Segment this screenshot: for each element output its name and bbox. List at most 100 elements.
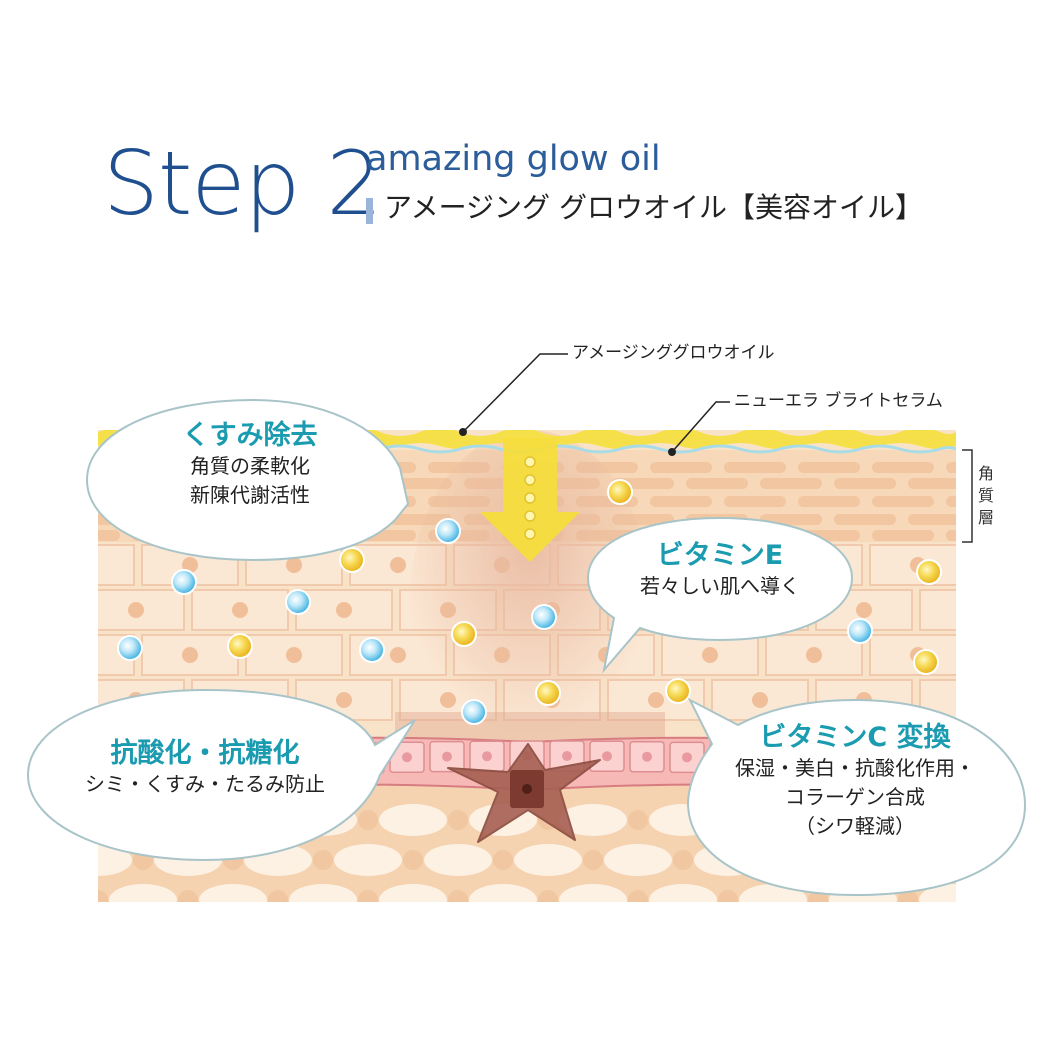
stratum-corneum-label-char: 質 <box>977 486 994 505</box>
step-title: Step 2 <box>103 132 382 235</box>
cell-nucleus <box>336 602 352 618</box>
corneum-cell <box>908 514 956 525</box>
corneum-cell <box>650 462 712 473</box>
dermis-cell <box>559 804 627 836</box>
bubble-shape-vitamin-c <box>686 697 1027 897</box>
corneum-cell <box>872 496 934 507</box>
stratum-corneum-label: 角 質 層 <box>975 463 997 529</box>
dermis-dot <box>178 890 198 902</box>
vitamin-particle-blue <box>359 637 385 663</box>
vitamin-particle-yellow <box>916 559 942 585</box>
dermis-cell <box>379 884 447 902</box>
corneum-cell <box>946 462 956 473</box>
oil-label: アメージンググロウオイル <box>572 343 775 363</box>
bubble-antioxidant: 抗酸化・抗糖化 シミ・くすみ・たるみ防止 <box>40 738 370 799</box>
bubble-dullness-title: くすみ除去 <box>182 420 318 451</box>
cell-nucleus <box>752 692 768 708</box>
bubble-vitamin-c-line: コラーゲン合成 <box>785 785 925 810</box>
corneum-cell <box>650 496 712 507</box>
cell-nucleus <box>856 602 872 618</box>
epidermis-cell <box>98 544 135 586</box>
epidermis-cell <box>919 589 956 631</box>
basal-cell-nucleus <box>442 751 452 762</box>
dermis-dot <box>628 810 648 830</box>
product-name-ja: アメージング グロウオイル【美容オイル】 <box>384 191 923 224</box>
cell-nucleus <box>648 692 664 708</box>
dermis-dot <box>403 850 423 870</box>
cell-nucleus <box>702 647 718 663</box>
corneum-cell <box>872 462 934 473</box>
dermis-cell <box>379 804 447 836</box>
bubble-antioxidant-title: 抗酸化・抗糖化 <box>110 738 300 769</box>
vitamin-particle-blue <box>461 699 487 725</box>
corneum-cell <box>946 496 956 507</box>
basal-cell-nucleus <box>642 751 652 762</box>
vitamin-particle-yellow <box>535 680 561 706</box>
serum-label: ニューエラ ブライトセラム <box>734 391 943 411</box>
oil-leader-line <box>462 353 568 433</box>
corneum-cell <box>872 530 934 541</box>
vitamin-particle-blue <box>847 618 873 644</box>
corneum-cell <box>760 478 822 489</box>
corneum-cell <box>724 496 786 507</box>
vitamin-particle-blue <box>171 569 197 595</box>
dermis-dot <box>628 890 648 902</box>
dermis-dot <box>98 890 108 902</box>
dermis-cell <box>199 884 267 902</box>
basal-cell-nucleus <box>562 751 572 762</box>
dermis-dot <box>493 850 513 870</box>
corneum-cell <box>798 496 860 507</box>
vitamin-particle-yellow <box>339 547 365 573</box>
dermis-dot <box>673 850 693 870</box>
dermis-dot <box>718 890 738 902</box>
dermis-dot <box>448 810 468 830</box>
cell-nucleus <box>336 692 352 708</box>
dermis-dot <box>988 890 1008 910</box>
dermis-dot <box>448 890 468 902</box>
vitamin-particle-blue <box>435 518 461 544</box>
penetration-glow <box>410 430 650 770</box>
dermis-dot <box>313 850 333 870</box>
vitamin-particle-blue <box>285 589 311 615</box>
bubble-vitamin-e-title: ビタミンE <box>656 540 784 571</box>
cell-nucleus <box>232 602 248 618</box>
dermis-dot <box>583 850 603 870</box>
vitamin-particles <box>117 479 942 725</box>
dermis-cell <box>604 844 672 876</box>
bubble-shape-antioxidant <box>26 688 416 862</box>
basal-cell-nucleus <box>682 752 692 763</box>
corneum-cell <box>946 530 956 541</box>
stratum-corneum-label-char: 角 <box>977 464 994 483</box>
cell-nucleus <box>182 557 198 573</box>
bubble-vitamin-c-title: ビタミンC 変換 <box>759 722 951 753</box>
cell-nucleus <box>960 692 976 708</box>
dermis-cell <box>19 884 87 916</box>
corneum-cell <box>798 462 860 473</box>
cell-nucleus <box>390 647 406 663</box>
dermis-cell <box>919 884 956 902</box>
corneum-cell <box>724 462 786 473</box>
cell-nucleus <box>182 647 198 663</box>
dermis-dot <box>268 890 288 902</box>
cell-nucleus <box>390 557 406 573</box>
bubble-dullness: くすみ除去 角質の柔軟化 新陳代謝活性 <box>105 420 395 510</box>
bubble-vitamin-c-line: 保湿・美白・抗酸化作用・ <box>735 756 975 781</box>
dermis-cell <box>514 844 582 876</box>
cell-nucleus <box>286 557 302 573</box>
basal-cell-nucleus <box>402 752 412 763</box>
cell-nucleus <box>960 602 976 618</box>
cell-nucleus <box>806 647 822 663</box>
vitamin-particle-yellow <box>665 678 691 704</box>
vitamin-particle-blue <box>531 604 557 630</box>
dermis-cell <box>469 884 537 902</box>
corneum-cell <box>834 514 896 525</box>
stratum-corneum-bracket <box>962 449 973 543</box>
vitamin-particle-blue <box>117 635 143 661</box>
dermis-cell <box>559 884 627 902</box>
dermis-cell <box>109 884 177 902</box>
dermis-cell <box>289 884 357 902</box>
dermis-dot <box>538 890 558 902</box>
dermis-cell <box>334 844 402 876</box>
dermis-cell <box>424 844 492 876</box>
